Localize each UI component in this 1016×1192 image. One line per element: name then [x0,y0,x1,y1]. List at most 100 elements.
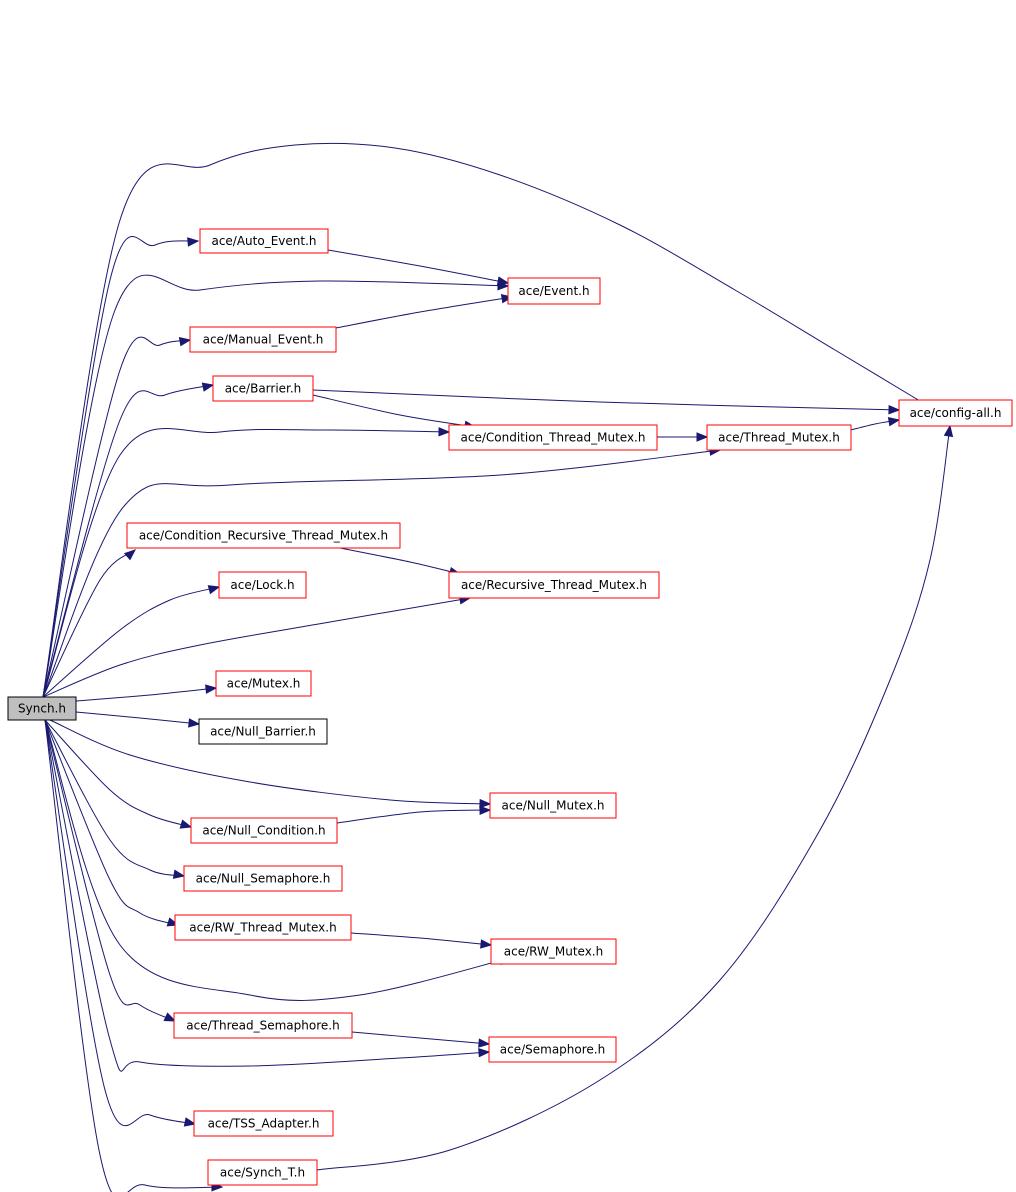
edge-condition_thread_mutex_h-to-thread_mutex_h [657,432,709,442]
node-label: ace/Recursive_Thread_Mutex.h [461,578,647,592]
edge-line [351,1031,490,1045]
node-box [218,571,307,599]
edge-synch_h-to-condition_thread_mutex_h [42,427,451,698]
edge-line [44,719,511,1001]
node-label: ace/Null_Semaphore.h [196,872,331,886]
node-box [898,399,1013,427]
node-condition-thread-mutex-h[interactable]: ace/Condition_Thread_Mutex.h [448,424,658,451]
node-label: ace/Thread_Mutex.h [718,431,840,445]
node-label: ace/Thread_Semaphore.h [186,1019,339,1033]
edge-line [44,719,179,926]
node-thread-semaphore-h[interactable]: ace/Thread_Semaphore.h [173,1012,353,1039]
node-event-h[interactable]: ace/Event.h [507,277,601,305]
arrowhead [187,237,200,247]
node-auto-event-h[interactable]: ace/Auto_Event.h [199,228,329,254]
edge-line [42,449,721,698]
node-box [189,326,337,353]
node-label: ace/Null_Mutex.h [502,799,605,813]
node-label: ace/Event.h [518,284,589,298]
arrowhead [943,424,954,438]
node-null-mutex-h[interactable]: ace/Null_Mutex.h [489,792,617,819]
arrowhead [478,1038,491,1048]
edge-line [339,547,461,575]
edge-synch_h-to-null_barrier_h [75,711,201,728]
node-mutex-h[interactable]: ace/Mutex.h [215,670,312,697]
edge-rw_thread_mutex_h-to-rw_mutex_h [350,932,493,949]
edge-barrier_h-to-condition_thread_mutex_h [312,394,477,431]
edge-synch_h-to-lock_h [42,585,221,698]
node-label: ace/Barrier.h [225,382,302,396]
arrowhead [480,939,493,949]
edge-synch_h-to-null_semaphore_h [44,719,186,879]
node-box [507,277,601,305]
edge-line [42,384,214,698]
edge-line [42,336,191,698]
node-rw-thread-mutex-h[interactable]: ace/RW_Thread_Mutex.h [174,914,352,941]
arrowhead [172,869,186,879]
nodes-layer: Synch.h ace/Auto_Event.h ace/Event.h ace/Ma… [7,228,1013,1186]
node-null-barrier-h: ace/Null_Barrier.h [198,718,328,745]
node-tss-adapter-h[interactable]: ace/TSS_Adapter.h [193,1110,334,1137]
node-rw-mutex-h[interactable]: ace/RW_Mutex.h [490,938,617,965]
edge-line [312,394,476,428]
edge-line [42,142,936,698]
edge-line [44,719,196,1127]
node-box [199,228,329,254]
node-lock-h[interactable]: ace/Lock.h [218,571,307,599]
node-label: ace/RW_Thread_Mutex.h [189,921,336,935]
node-semaphore-h[interactable]: ace/Semaphore.h [488,1036,617,1063]
edge-line [42,274,509,698]
edge-line [44,719,192,828]
node-manual-event-h[interactable]: ace/Manual_Event.h [189,326,337,353]
node-label: ace/TSS_Adapter.h [208,1117,320,1131]
edge-line [42,236,199,698]
node-box [190,817,338,844]
edge-synch_h-to-semaphore_h [44,719,491,1072]
arrowhead [123,549,137,561]
edge-synch_h-to-null_mutex_h [49,719,492,809]
node-null-semaphore-h[interactable]: ace/Null_Semaphore.h [183,865,343,892]
edge-barrier_h-to-config_all_h [312,389,901,415]
arrowhead [188,718,201,728]
node-synch-t-h[interactable]: ace/Synch_T.h [207,1159,318,1186]
arrowhead [478,1047,491,1058]
edge-synch_h-to-rw_mutex_h [44,719,512,1001]
node-label: Synch.h [18,702,66,716]
node-box [207,1159,318,1186]
edge-condition_recursive_thread_mutex_h-to-recursive_thread_mutex_h [339,547,462,577]
node-synch-h: Synch.h [7,696,77,721]
node-label: ace/Lock.h [230,578,294,592]
edge-line [44,719,176,1022]
node-barrier-h[interactable]: ace/Barrier.h [212,375,314,402]
arrowhead [207,585,221,595]
edge-synch_h-to-mutex_h [75,684,218,702]
edge-synch_h-to-thread_semaphore_h [44,719,177,1022]
edge-synch_h-to-barrier_h [42,382,215,698]
node-thread-mutex-h[interactable]: ace/Thread_Mutex.h [706,424,852,451]
edge-synch_h-to-condition_recursive_thread_mutex_h [42,549,137,698]
arrowhead [183,1117,197,1127]
node-box [126,522,401,549]
edge-null_condition_h-to-null_mutex_h [336,805,492,824]
node-label: ace/Manual_Event.h [203,333,324,347]
node-config-all-h[interactable]: ace/config-all.h [898,399,1013,427]
node-box [215,670,312,697]
node-recursive-thread-mutex-h[interactable]: ace/Recursive_Thread_Mutex.h [448,571,660,599]
node-condition-recursive-thread-mutex-h[interactable]: ace/Condition_Recursive_Thread_Mutex.h [126,522,401,549]
node-label: ace/config-all.h [910,406,1002,420]
edge-line [42,586,220,698]
node-box [7,696,77,721]
arrowhead [178,337,192,347]
edge-line [44,719,185,877]
edge-line [316,425,951,1171]
edge-line [44,719,223,1192]
edge-thread_mutex_h-to-config_all_h [850,417,901,431]
edge-auto_event_h-to-event_h [327,249,510,286]
node-box [448,571,660,599]
arrowhead [179,819,193,829]
node-box [448,424,658,451]
node-null-condition-h[interactable]: ace/Null_Condition.h [190,817,338,844]
edge-line [75,711,200,725]
node-box [198,718,328,745]
node-box [193,1110,334,1137]
